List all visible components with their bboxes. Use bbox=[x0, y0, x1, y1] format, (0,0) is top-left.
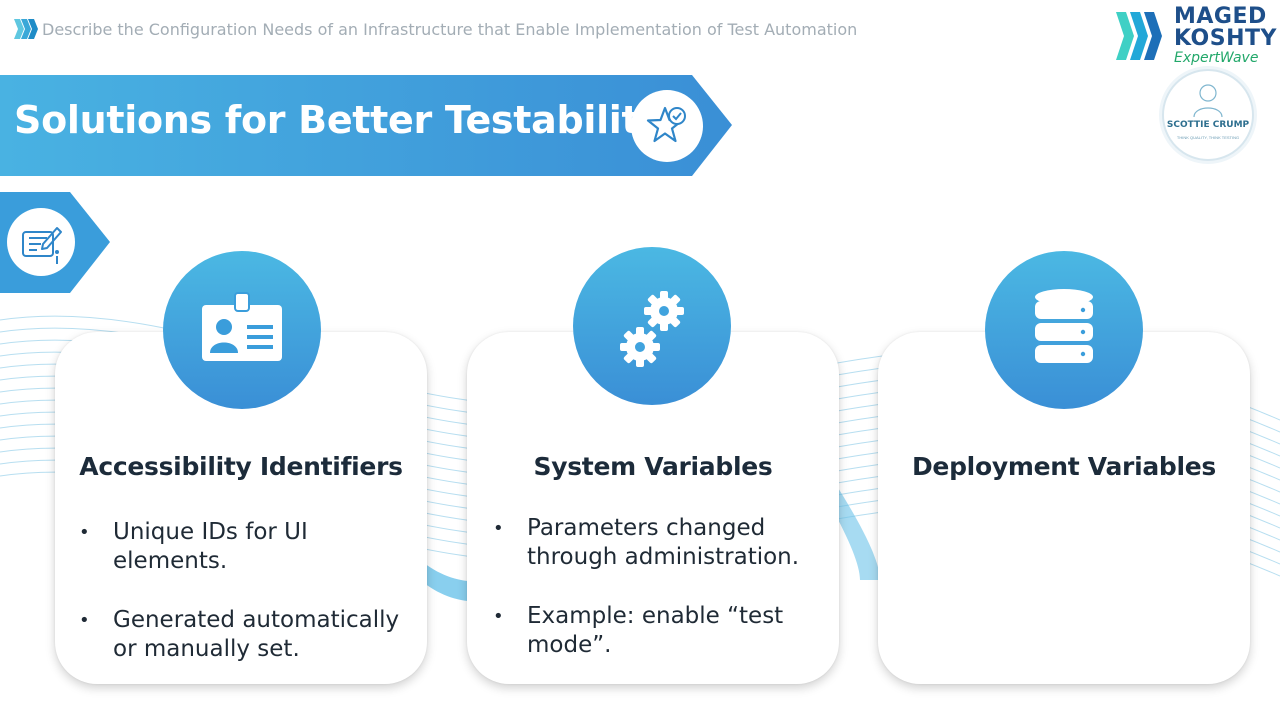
speaker-badge: SCOTTIE CRUMP THINK QUALITY, THINK TESTI… bbox=[1162, 69, 1254, 161]
gears-icon bbox=[620, 291, 684, 367]
database-icon bbox=[1035, 289, 1093, 363]
edit-form-icon bbox=[22, 227, 62, 264]
bullet-item: Generated automatically or manually set. bbox=[79, 606, 413, 664]
brand-name-line2: KOSHTY bbox=[1174, 26, 1277, 51]
bullet-item: Example: enable “test mode”. bbox=[493, 602, 827, 660]
brand-stripes-icon bbox=[1116, 12, 1162, 60]
card-icon-circle bbox=[163, 251, 321, 409]
brand-name-line1: MAGED bbox=[1174, 4, 1267, 29]
title-banner bbox=[0, 75, 732, 176]
breadcrumb: Describe the Configuration Needs of an I… bbox=[12, 14, 857, 44]
bullet-item: Unique IDs for UI elements. bbox=[79, 518, 413, 576]
card-title: Accessibility Identifiers bbox=[79, 452, 403, 481]
id-badge-icon bbox=[202, 292, 282, 361]
card-icon-circle bbox=[573, 247, 731, 405]
card-system-variables: System Variables Parameters changed thro… bbox=[467, 332, 839, 684]
bullet-list: Unique IDs for UI elements. Generated au… bbox=[79, 518, 413, 694]
breadcrumb-text: Describe the Configuration Needs of an I… bbox=[42, 19, 858, 39]
star-badge bbox=[631, 90, 703, 162]
card-title: System Variables bbox=[533, 452, 773, 481]
card-icon-circle bbox=[985, 251, 1143, 409]
star-check-icon bbox=[646, 106, 686, 143]
brand-logo: MAGED KOSHTY ExpertWave bbox=[1114, 4, 1277, 66]
brand-tagline: ExpertWave bbox=[1174, 50, 1259, 66]
logo-stripes-icon bbox=[14, 19, 38, 39]
bullet-item: Parameters changed through administratio… bbox=[493, 514, 827, 572]
edit-badge bbox=[7, 208, 75, 276]
speaker-name: SCOTTIE CRUMP bbox=[1166, 120, 1250, 130]
bullet-list: Parameters changed through administratio… bbox=[493, 514, 827, 690]
page-title: Solutions for Better Testability bbox=[14, 98, 664, 142]
person-silhouette-icon bbox=[1193, 84, 1223, 118]
card-title: Deployment Variables bbox=[911, 452, 1217, 481]
speaker-tagline: THINK QUALITY, THINK TESTING bbox=[1176, 135, 1240, 140]
